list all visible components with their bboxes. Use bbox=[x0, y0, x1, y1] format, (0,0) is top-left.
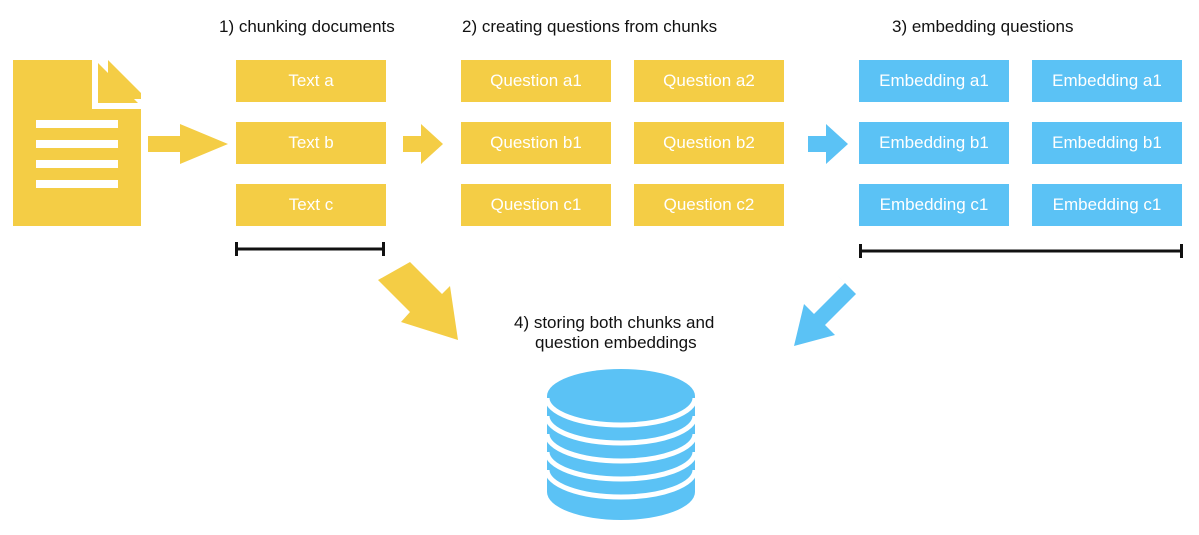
question-box: Question c2 bbox=[634, 184, 784, 226]
embedding-box: Embedding a1 bbox=[859, 60, 1009, 102]
arrow-icon bbox=[378, 262, 458, 340]
embedding-box: Embedding c1 bbox=[859, 184, 1009, 226]
database-icon bbox=[544, 369, 698, 520]
bracket-icon bbox=[859, 244, 1183, 258]
question-box: Question a2 bbox=[634, 60, 784, 102]
embedding-box: Embedding a1 bbox=[1032, 60, 1182, 102]
document-icon bbox=[13, 60, 141, 226]
step-1-caption: 1) chunking documents bbox=[219, 17, 395, 36]
chunk-box: Text b bbox=[236, 122, 386, 164]
embedding-box: Embedding c1 bbox=[1032, 184, 1182, 226]
embedding-box: Embedding b1 bbox=[1032, 122, 1182, 164]
question-box: Question a1 bbox=[461, 60, 611, 102]
step-4-caption-line1: 4) storing both chunks and bbox=[514, 313, 715, 332]
bracket-icon bbox=[235, 242, 385, 256]
step-2-caption: 2) creating questions from chunks bbox=[462, 17, 718, 36]
chunk-box: Text c bbox=[236, 184, 386, 226]
embedding-box: Embedding b1 bbox=[859, 122, 1009, 164]
step-4-caption-line2: question embeddings bbox=[535, 333, 697, 352]
chunk-box: Text a bbox=[236, 60, 386, 102]
question-box: Question b2 bbox=[634, 122, 784, 164]
arrow-icon bbox=[808, 124, 848, 164]
arrow-icon bbox=[794, 276, 856, 346]
question-box: Question c1 bbox=[461, 184, 611, 226]
question-box: Question b1 bbox=[461, 122, 611, 164]
arrow-icon bbox=[403, 124, 443, 164]
arrow-icon bbox=[148, 124, 228, 164]
step-3-caption: 3) embedding questions bbox=[892, 17, 1074, 36]
